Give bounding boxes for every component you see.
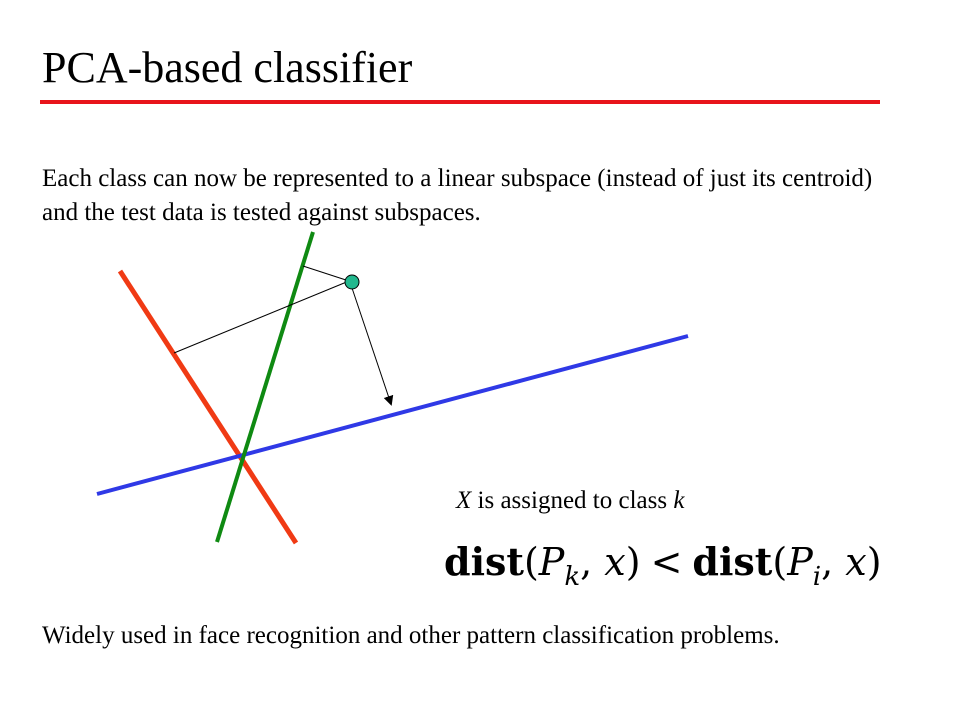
projection-arrow-blue	[351, 287, 394, 406]
green-subspace-line	[215, 231, 315, 543]
red-subspace-line	[117, 269, 299, 545]
assignment-variable-x: X	[456, 487, 472, 514]
subscript-k: k	[564, 562, 581, 592]
assignment-variable-k: k	[673, 487, 685, 514]
footer-text: Widely used in face recognition and othe…	[42, 622, 780, 649]
distance-inequality: dist(Pk, x)<dist(Pi, x)	[444, 539, 882, 592]
assignment-caption: X is assigned to class k	[456, 486, 684, 516]
less-than-symbol: <	[650, 540, 683, 584]
intro-text: Each class can now be represented to a l…	[42, 165, 873, 226]
test-point	[344, 274, 360, 290]
blue-subspace-line	[96, 334, 689, 496]
x-symbol-right: x	[845, 540, 867, 584]
projection-line-red	[173, 280, 350, 354]
p-symbol-right: P	[787, 540, 813, 584]
slide-title: PCA-based classifier	[42, 43, 413, 92]
subscript-i: i	[812, 562, 822, 592]
title-underline	[40, 100, 880, 104]
x-symbol-left: x	[604, 540, 626, 584]
p-symbol-left: P	[538, 540, 565, 584]
dist-function-left: dist	[444, 539, 524, 584]
projection-line-green	[302, 265, 350, 282]
assignment-text: is assigned to class	[477, 487, 668, 514]
dist-function-right: dist	[692, 539, 773, 584]
